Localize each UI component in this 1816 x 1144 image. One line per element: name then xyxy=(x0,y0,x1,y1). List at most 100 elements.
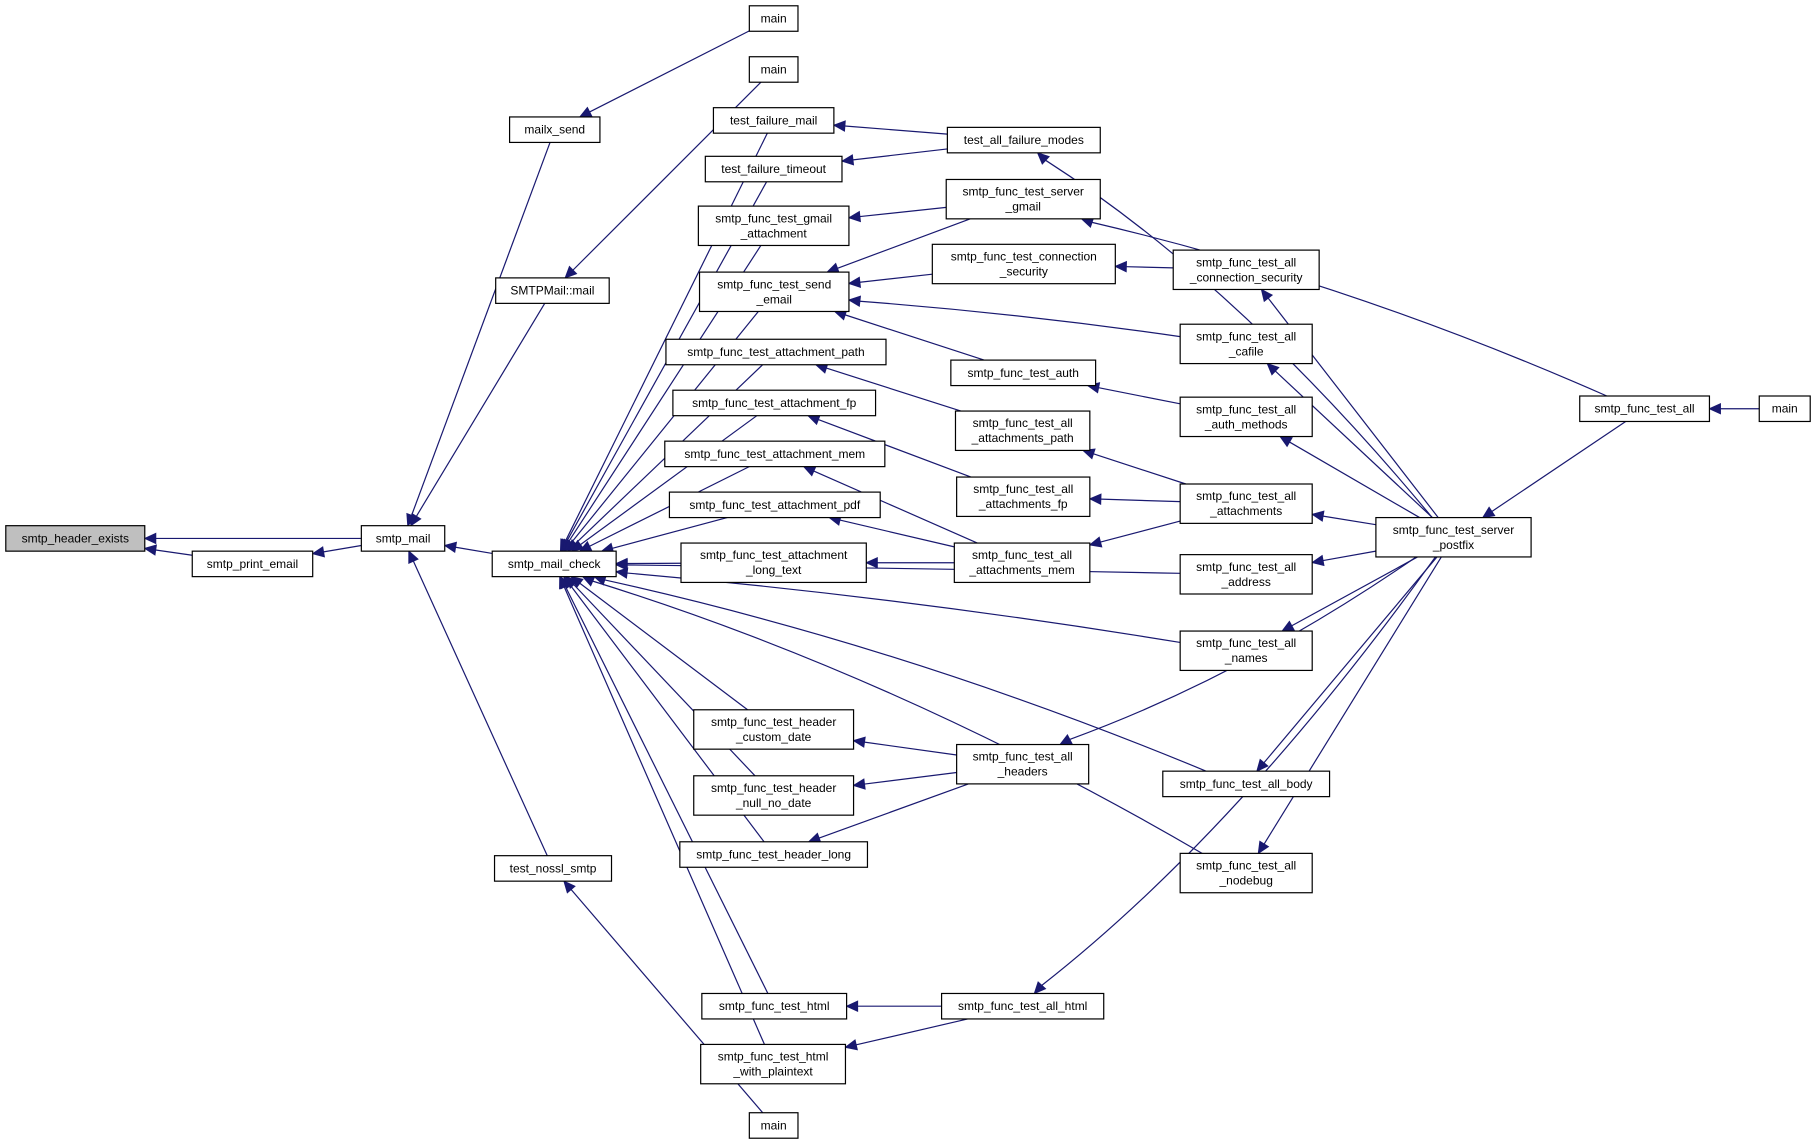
arrowhead-icon xyxy=(840,154,855,166)
node-all_nodebug[interactable]: smtp_func_test_all_nodebug xyxy=(1179,852,1313,894)
node-func_auth[interactable]: smtp_func_test_auth xyxy=(950,359,1097,387)
node-label: smtp_func_test_all xyxy=(1595,402,1695,416)
node-smtp_header_exists[interactable]: smtp_header_exists xyxy=(5,525,146,552)
node-label: smtp_func_test_all xyxy=(1196,329,1296,343)
edge-line xyxy=(1093,453,1187,485)
arrowhead-icon xyxy=(564,265,578,279)
node-all_connection_security[interactable]: smtp_func_test_all_connection_security xyxy=(1172,249,1320,291)
node-box xyxy=(953,542,1091,584)
node-label: main xyxy=(1772,402,1798,416)
node-label: smtp_func_test_server xyxy=(963,185,1084,199)
edge-attachment_fp-calls-smtp_mail_check xyxy=(570,415,758,552)
node-func_html[interactable]: smtp_func_test_html xyxy=(701,992,848,1020)
node-label: smtp_func_test_all_html xyxy=(958,999,1087,1013)
node-label: smtp_func_test_connection xyxy=(951,250,1097,264)
edge-line xyxy=(573,584,756,777)
edge-all_attachments-calls-all_attachments_mem xyxy=(1088,520,1181,548)
node-all_attachments_fp[interactable]: smtp_func_test_all_attachments_fp xyxy=(956,476,1091,518)
edge-line xyxy=(826,367,962,412)
node-all_cafile[interactable]: smtp_func_test_all_cafile xyxy=(1179,323,1313,365)
node-label: smtp_func_test_all xyxy=(1196,560,1296,574)
node-box xyxy=(1758,395,1811,423)
node-header_custom_date[interactable]: smtp_func_test_header_custom_date xyxy=(693,709,855,750)
node-label: smtp_func_test_attachment_fp xyxy=(692,396,856,410)
node-label: _null_no_date xyxy=(735,796,812,810)
node-smtp_mail[interactable]: smtp_mail xyxy=(360,525,446,552)
node-all_auth_methods[interactable]: smtp_func_test_all_auth_methods xyxy=(1179,396,1313,438)
node-label: smtp_func_test_header_long xyxy=(696,848,851,862)
node-all_names[interactable]: smtp_func_test_all_names xyxy=(1179,630,1313,672)
edge-server_postfix-calls-all_attachments xyxy=(1311,510,1376,526)
edge-smtp_mail_check-calls-smtp_mail xyxy=(443,541,493,555)
edge-server_gmail-calls-send_email xyxy=(826,218,971,274)
node-box xyxy=(1579,395,1711,423)
arrowhead-icon xyxy=(143,544,157,556)
arrowhead-icon xyxy=(1311,554,1325,567)
arrowhead-icon xyxy=(1481,506,1496,519)
node-header_long[interactable]: smtp_func_test_header_long xyxy=(679,841,869,868)
node-label: smtp_func_test_header xyxy=(711,781,836,795)
node-main_1[interactable]: main xyxy=(748,5,799,32)
arrowhead-icon xyxy=(1036,152,1050,165)
node-send_email[interactable]: smtp_func_test_send_email xyxy=(698,271,850,313)
node-smtp_print_email[interactable]: smtp_print_email xyxy=(191,550,314,578)
node-all_headers[interactable]: smtp_func_test_all_headers xyxy=(956,743,1090,785)
node-main_3[interactable]: main xyxy=(748,1112,799,1139)
node-attachment_pdf[interactable]: smtp_func_test_attachment_pdf xyxy=(668,491,881,519)
node-attachment_fp[interactable]: smtp_func_test_attachment_fp xyxy=(672,389,877,417)
edge-line xyxy=(580,415,758,546)
edge-main_4-calls-func_test_all xyxy=(1708,402,1760,415)
node-attachment_long_text[interactable]: smtp_func_test_attachment_long_text xyxy=(680,542,867,584)
edge-line xyxy=(564,586,769,994)
node-connection_security[interactable]: smtp_func_test_connection_security xyxy=(931,243,1116,285)
edge-line xyxy=(415,303,546,517)
edge-all_failure_modes-calls-test_failure_mail xyxy=(832,120,948,135)
node-label: _names xyxy=(1224,651,1268,665)
node-all_attachments_mem[interactable]: smtp_func_test_all_attachments_mem xyxy=(953,542,1091,584)
node-label: smtp_mail_check xyxy=(508,557,602,571)
edge-server_postfix-calls-all_auth_methods xyxy=(1279,435,1420,519)
edge-line xyxy=(1274,370,1433,519)
node-test_failure_timeout[interactable]: test_failure_timeout xyxy=(704,155,843,183)
arrowhead-icon xyxy=(1311,510,1325,522)
node-attachment_path[interactable]: smtp_func_test_attachment_path xyxy=(665,338,887,366)
node-all_address[interactable]: smtp_func_test_all_address xyxy=(1179,554,1313,595)
node-all_body[interactable]: smtp_func_test_all_body xyxy=(1162,770,1331,798)
node-header_null_no_date[interactable]: smtp_func_test_header_null_no_date xyxy=(693,775,855,816)
node-label: _attachments_fp xyxy=(978,497,1068,511)
edge-all_attachments_mem-calls-attachment_long_text xyxy=(865,556,955,569)
node-all_attachments_path[interactable]: smtp_func_test_all_attachments_path xyxy=(954,410,1091,452)
node-smtpmail_mail[interactable]: SMTPMail::mail xyxy=(495,277,610,304)
arrowhead-icon xyxy=(845,1000,859,1012)
node-label: test_failure_mail xyxy=(730,113,817,127)
node-test_nossl_smtp[interactable]: test_nossl_smtp xyxy=(493,855,613,882)
node-label: smtp_func_test_all xyxy=(973,750,1073,764)
node-main_2[interactable]: main xyxy=(748,56,799,83)
node-mailx_send[interactable]: mailx_send xyxy=(508,116,601,144)
node-server_postfix[interactable]: smtp_func_test_server_postfix xyxy=(1375,516,1532,558)
node-server_gmail[interactable]: smtp_func_test_server_gmail xyxy=(945,178,1101,220)
node-main_4[interactable]: main xyxy=(1758,395,1811,423)
node-label: smtp_mail xyxy=(376,531,431,545)
node-smtp_mail_check[interactable]: smtp_mail_check xyxy=(491,550,617,578)
node-all_attachments[interactable]: smtp_func_test_all_attachments xyxy=(1179,483,1313,524)
node-box xyxy=(1179,554,1313,595)
edge-line xyxy=(818,783,969,839)
node-box xyxy=(1179,630,1313,672)
node-box xyxy=(956,476,1091,518)
node-all_html[interactable]: smtp_func_test_all_html xyxy=(940,992,1105,1020)
node-attachment_mem[interactable]: smtp_func_test_attachment_mem xyxy=(664,440,886,468)
arrowhead-icon xyxy=(1279,435,1293,448)
edge-all_attachments_mem-calls-attachment_pdf xyxy=(828,514,955,548)
node-label: test_all_failure_modes xyxy=(964,133,1084,147)
node-test_failure_mail[interactable]: test_failure_mail xyxy=(712,107,835,134)
node-label: smtp_func_test_all xyxy=(1196,859,1296,873)
node-all_failure_modes[interactable]: test_all_failure_modes xyxy=(946,126,1101,154)
node-html_with_plaintext[interactable]: smtp_func_test_html_with_plaintext xyxy=(700,1043,847,1085)
edge-smtp_mail-calls-smtp_header_exists xyxy=(143,532,362,545)
node-box xyxy=(946,126,1101,154)
node-label: smtp_func_test_server xyxy=(1393,523,1514,537)
node-gmail_attachment[interactable]: smtp_func_test_gmail_attachment xyxy=(697,205,850,247)
node-func_test_all[interactable]: smtp_func_test_all xyxy=(1579,395,1711,423)
node-label: smtp_func_test_all xyxy=(972,548,1072,562)
